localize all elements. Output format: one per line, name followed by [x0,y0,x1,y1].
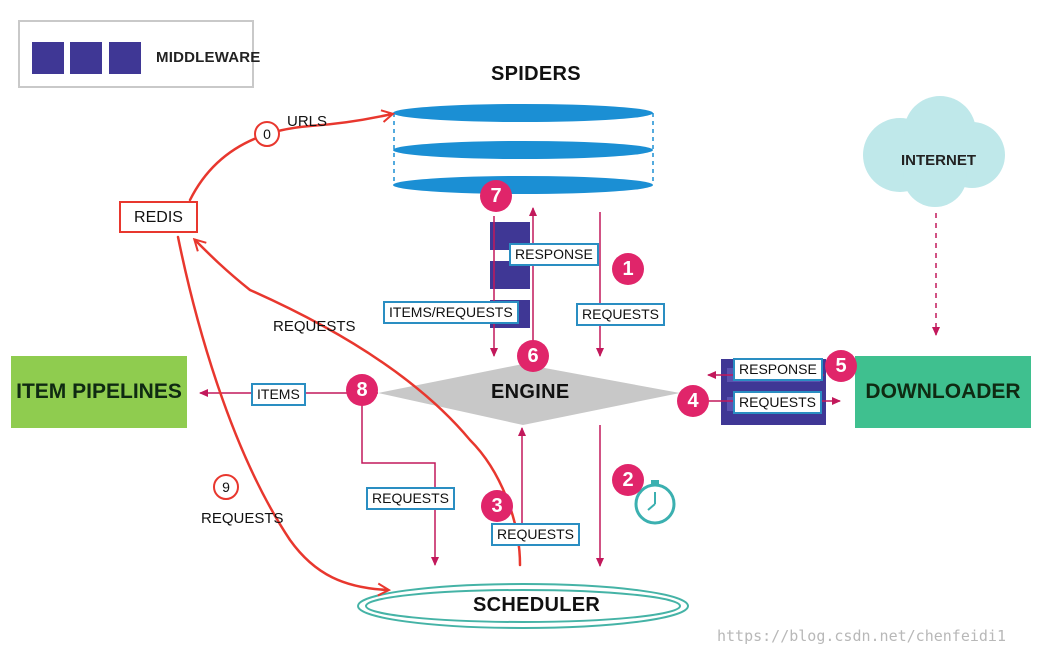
scheduler-ellipse [357,583,689,629]
watermark: https://blog.csdn.net/chenfeidi1 [717,627,1006,645]
requests-pipeline-label: REQUESTS [366,487,456,510]
spider-disc [393,141,653,159]
spiders-stack [393,104,654,194]
items-label: ITEMS [251,383,306,406]
urls-label: URLS [287,113,328,130]
requests-scheduler-label: REQUESTS [491,523,581,546]
response-downloader-label: RESPONSE [733,358,823,381]
items-requests-label: ITEMS/REQUESTS [383,301,519,324]
scheduler-title: SCHEDULER [473,594,601,616]
timer-icon [634,480,676,525]
requests-redis-label: REQUESTS [273,318,356,335]
step-badge-0: 0 [254,121,280,147]
step-badge-2: 2 [612,464,644,496]
redis-box: REDIS [119,201,198,233]
step-badge-4: 4 [677,385,709,417]
response-spider-label: RESPONSE [509,243,599,266]
step-badge-3: 3 [481,490,513,522]
legend-label: MIDDLEWARE [156,49,261,66]
internet-label: INTERNET [901,152,976,169]
item-pipelines-title: ITEM PIPELINES [16,380,182,403]
arrow-redis-urls-to-spiders [188,114,392,202]
spider-disc [393,104,653,122]
step-badge-8: 8 [346,374,378,406]
downloader-box: DOWNLOADER [855,356,1031,428]
requests-downloader-label: REQUESTS [733,391,823,414]
scheduler-ellipse-inner [365,589,681,623]
arrow-redis-to-scheduler [176,235,388,590]
internet-cloud [863,96,1005,207]
item-pipelines-box: ITEM PIPELINES [11,356,187,428]
middleware-legend-square [109,42,141,74]
step-badge-9: 9 [213,474,239,500]
engine-title: ENGINE [491,381,570,403]
step-badge-6: 6 [517,340,549,372]
step-badge-1: 1 [612,253,644,285]
requests-9-label: REQUESTS [201,510,284,527]
arrow-pipeline-to-scheduler [361,393,439,566]
step-badge-7: 7 [480,180,512,212]
requests-spider-label: REQUESTS [576,303,666,326]
middleware-legend-square [70,42,102,74]
spiders-title: SPIDERS [491,63,581,85]
legend: MIDDLEWARE [18,20,260,88]
engine-diamond [378,364,680,425]
step-badge-5: 5 [825,350,857,382]
spider-disc [393,176,653,194]
middleware-legend-square [32,42,64,74]
downloader-title: DOWNLOADER [865,380,1021,403]
